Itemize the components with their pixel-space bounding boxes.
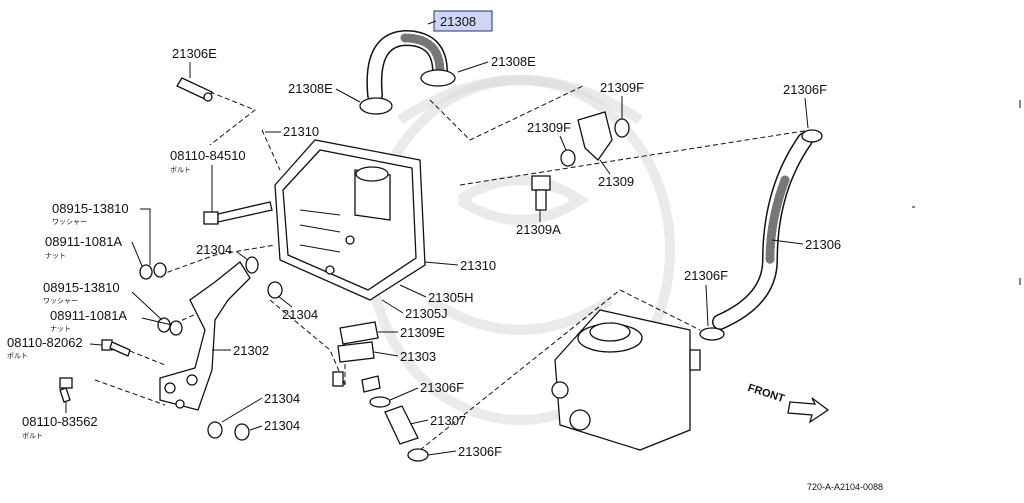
label-21306e[interactable]: 21306E	[172, 46, 217, 61]
label-21304-d[interactable]: 21304	[264, 418, 300, 433]
edge-marks	[912, 100, 1021, 285]
label-21306f-bottom[interactable]: 21306F	[458, 444, 502, 459]
part-21310-body	[274, 139, 426, 301]
part-08110-84510-bolt	[203, 201, 273, 225]
gaskets-21304	[207, 421, 250, 441]
label-bolt-3: ボルト	[22, 432, 43, 440]
label-08911-1081a-b[interactable]: 08911-1081A	[50, 308, 127, 323]
label-nut-2: ナット	[50, 325, 71, 333]
part-08110-82062-bolt	[101, 339, 131, 357]
label-21304-b[interactable]: 21304	[282, 307, 318, 322]
label-bolt-1: ボルト	[170, 166, 191, 174]
part-21308-hose	[359, 29, 456, 115]
part-21306e-clip	[176, 77, 213, 102]
label-08915-13810-a[interactable]: 08915-13810	[52, 201, 129, 216]
label-08911-1081a-a[interactable]: 08911-1081A	[45, 234, 122, 249]
washers-nuts	[139, 256, 283, 336]
label-21302[interactable]: 21302	[233, 343, 269, 358]
part-21309e-21303	[332, 321, 379, 387]
highlight-box-21308	[433, 10, 493, 32]
diagram-code: 720-A-A2104-0088	[807, 482, 883, 492]
label-21305h[interactable]: 21305H	[428, 290, 474, 305]
label-21309[interactable]: 21309	[598, 174, 634, 189]
part-21307-hose	[361, 375, 429, 462]
label-21308[interactable]: 21308	[440, 14, 476, 29]
label-21306f-topright[interactable]: 21306F	[783, 82, 827, 97]
part-21306-hose	[699, 129, 823, 341]
label-21308e-right[interactable]: 21308E	[491, 54, 536, 69]
label-21309a[interactable]: 21309A	[516, 222, 561, 237]
label-21304-a[interactable]: 21304	[196, 242, 232, 257]
label-21304-c[interactable]: 21304	[264, 391, 300, 406]
label-21305j[interactable]: 21305J	[405, 306, 448, 321]
front-arrow	[787, 397, 830, 424]
label-08110-82062[interactable]: 08110-82062	[7, 335, 83, 350]
filter-housing	[551, 309, 701, 451]
label-front: FRONT	[746, 382, 786, 405]
label-nut-1: ナット	[45, 252, 66, 260]
label-21307[interactable]: 21307	[430, 413, 466, 428]
label-21303[interactable]: 21303	[400, 349, 436, 364]
label-21310-top[interactable]: 21310	[283, 124, 319, 139]
part-21309-fittings	[531, 111, 630, 211]
part-21302-pipe	[159, 261, 251, 411]
label-21306f-right[interactable]: 21306F	[684, 268, 728, 283]
part-08110-83562-bolt	[59, 377, 73, 403]
label-08915-13810-b[interactable]: 08915-13810	[43, 280, 120, 295]
label-bolt-2: ボルト	[7, 352, 28, 360]
label-21308e-left[interactable]: 21308E	[288, 81, 333, 96]
label-washer-2: ワッシャー	[43, 297, 78, 305]
label-21306[interactable]: 21306	[805, 237, 841, 252]
label-21310-right[interactable]: 21310	[460, 258, 496, 273]
label-08110-84510[interactable]: 08110-84510	[170, 148, 246, 163]
label-21306f-mid[interactable]: 21306F	[420, 380, 464, 395]
label-21309f-top[interactable]: 21309F	[600, 80, 644, 95]
label-washer-1: ワッシャー	[52, 218, 87, 226]
labels: 21308 21308E 21308E 21306E 21310 08110-8…	[7, 10, 883, 492]
label-08110-83562[interactable]: 08110-83562	[22, 414, 98, 429]
label-21309e[interactable]: 21309E	[400, 325, 445, 340]
label-21309f-left[interactable]: 21309F	[527, 120, 571, 135]
